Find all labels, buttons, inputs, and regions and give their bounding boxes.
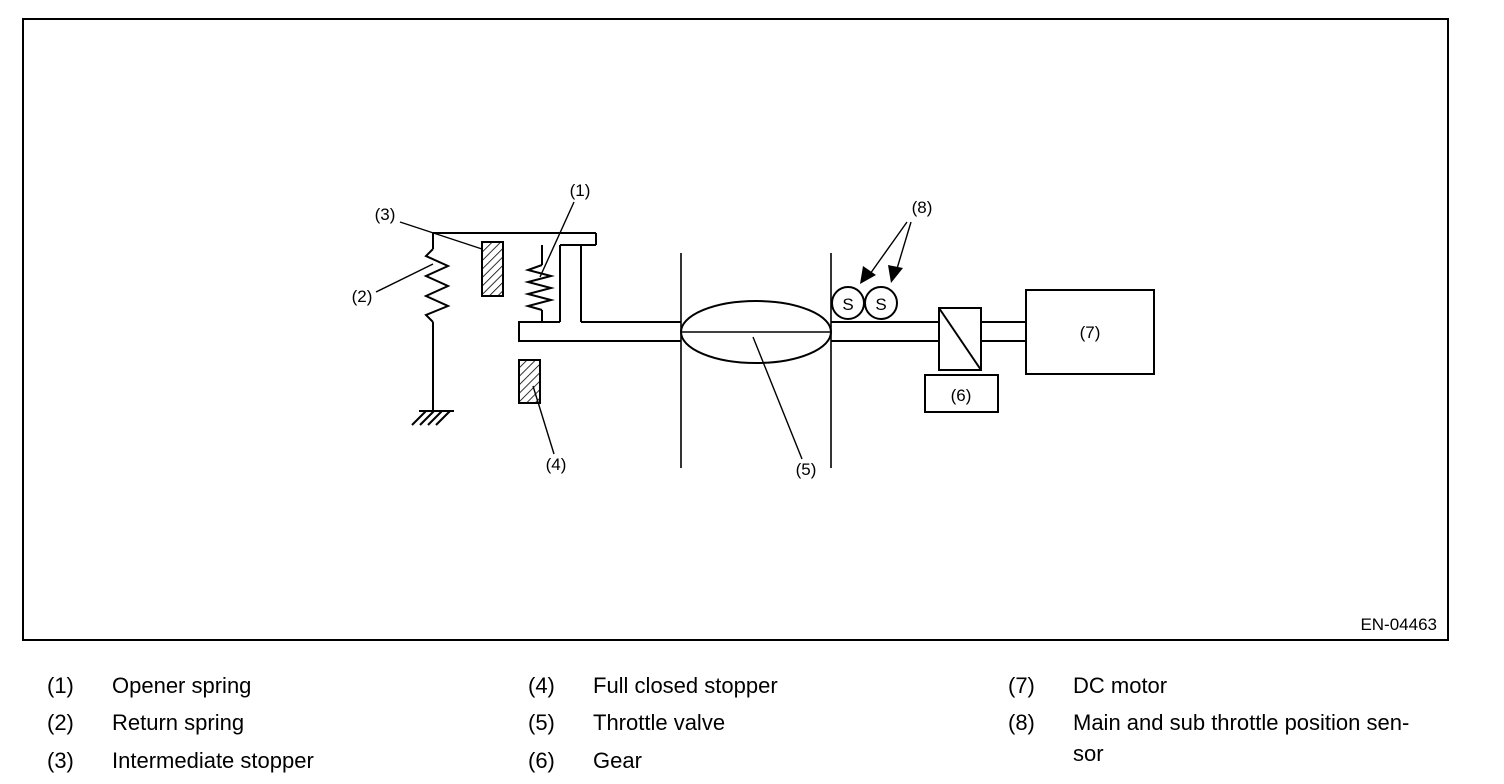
leader-lines (375, 201, 912, 460)
callout-2: (2) (352, 287, 373, 306)
throttle-diagram: S S (6) (7) (1) (2) (3) (4) (5) (8) (352, 181, 1155, 479)
callout-1: (1) (570, 181, 591, 200)
legend-num: (3) (47, 748, 74, 773)
ground-icon (411, 410, 454, 426)
arrow-head-icon (860, 266, 876, 284)
legend-num: (5) (528, 710, 555, 735)
callout-3: (3) (375, 205, 396, 224)
sensor-letter-1: S (842, 295, 853, 314)
legend-num: (1) (47, 673, 74, 698)
gear-box-label: (6) (951, 386, 972, 405)
legend-text: Main and sub throttle position sen- (1073, 710, 1410, 735)
diagram-frame: S S (6) (7) (1) (2) (3) (4) (5) (8) EN-0… (22, 18, 1449, 641)
figure-id: EN-04463 (1360, 615, 1437, 634)
legend: (1) Opener spring (2) Return spring (3) … (0, 666, 1504, 784)
legend-num: (6) (528, 748, 555, 773)
arrow-head-icon (888, 265, 903, 283)
legend-text: Throttle valve (593, 710, 726, 735)
sensor-letter-2: S (875, 295, 886, 314)
legend-text-continued: sor (1073, 741, 1104, 766)
dc-motor-box (1025, 289, 1155, 375)
legend-text: Full closed stopper (593, 673, 778, 698)
legend-text: Intermediate stopper (112, 748, 314, 773)
legend-num: (7) (1008, 673, 1035, 698)
callout-4: (4) (546, 455, 567, 474)
legend-text: Opener spring (112, 673, 252, 698)
legend-num: (8) (1008, 710, 1035, 735)
gear-box (924, 374, 999, 413)
lever-shaft (518, 245, 1026, 342)
legend-num: (4) (528, 673, 555, 698)
opener-spring (524, 245, 555, 322)
legend-num: (2) (47, 710, 74, 735)
dc-motor-label: (7) (1080, 323, 1101, 342)
callout-8: (8) (912, 198, 933, 217)
return-spring (423, 232, 597, 411)
legend-text: DC motor (1073, 673, 1168, 698)
legend-text: Gear (593, 748, 642, 773)
intermediate-stopper (481, 241, 504, 297)
callout-5: (5) (796, 460, 817, 479)
sub-throttle-sensor-icon (864, 286, 898, 320)
legend-text: Return spring (112, 710, 245, 735)
